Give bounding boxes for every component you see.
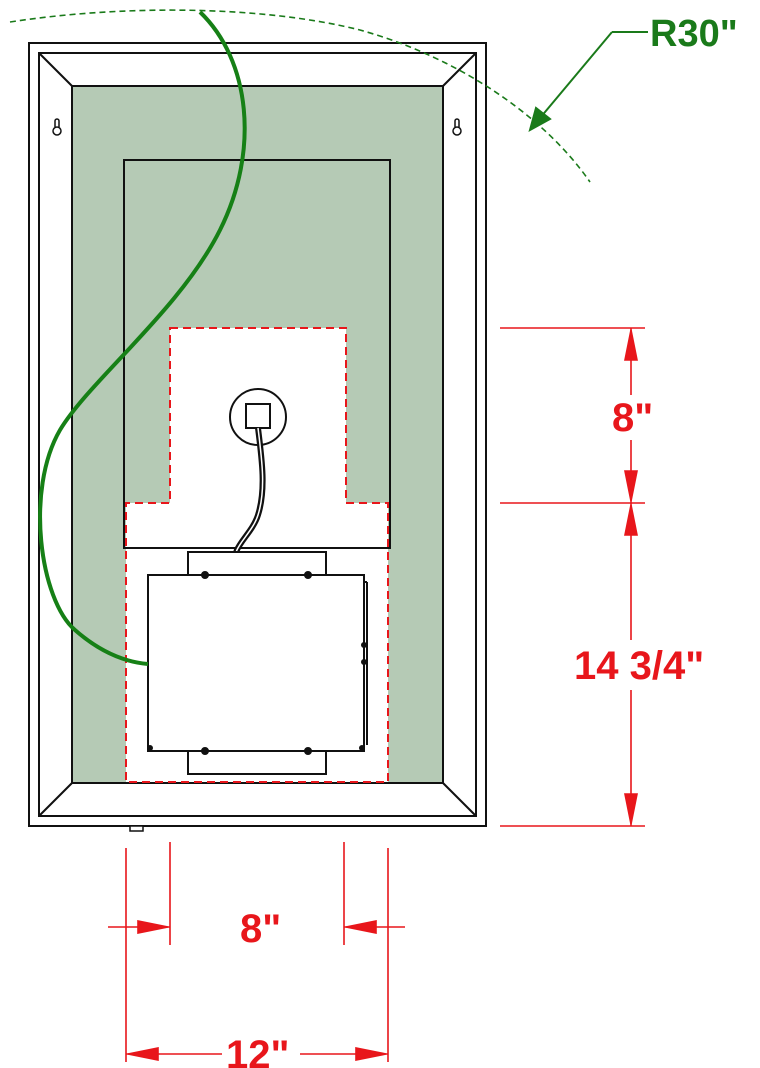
keyhole-hanger-icon [452,118,462,136]
lower-height-label: 14 3/4" [574,644,704,688]
bottom-bracket [187,749,327,775]
horizontal-dimensions [108,842,405,1062]
radius-leader [528,31,648,133]
upper-height-label: 8" [612,396,653,440]
swing-cable [38,10,247,666]
keyhole-hanger-icon [52,118,62,136]
bottom-switch-tab [129,825,144,832]
vertical-dimensions [500,327,645,827]
driver-housing [147,574,365,752]
frame-inner-edge [38,52,477,817]
outer-width-label: 12" [226,1033,289,1068]
radius-label: R30" [650,13,738,55]
swing-radius-arc [9,9,591,183]
driver-box [147,551,368,775]
inner-width-label: 8" [240,907,281,951]
